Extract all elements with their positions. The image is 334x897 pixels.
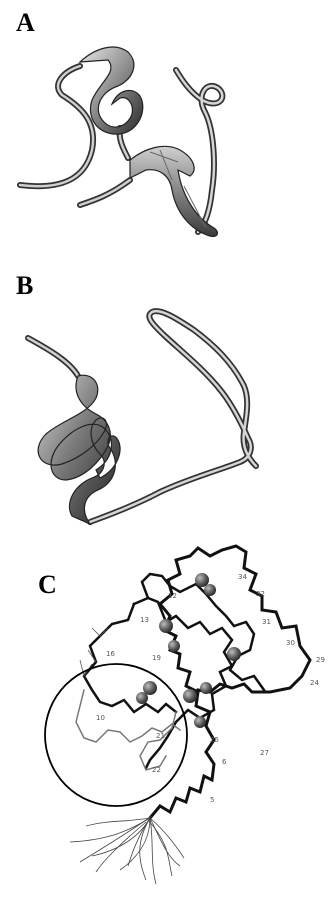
residue-label: 12 <box>168 592 177 600</box>
atom-sphere <box>183 689 197 703</box>
atom-sphere <box>204 584 216 596</box>
residue-label: 34 <box>238 573 247 581</box>
residue-label: 10 <box>96 714 105 722</box>
alt-conformer-lines <box>80 628 108 676</box>
residue-label: 24 <box>310 679 319 687</box>
atom-sphere <box>136 692 148 704</box>
atom-sphere <box>194 716 206 728</box>
residue-label: 31 <box>262 618 271 626</box>
residue-label: 25 <box>210 736 219 744</box>
atom-sphere <box>168 640 180 652</box>
residue-label: 19 <box>152 654 161 662</box>
residue-label: 13 <box>140 616 149 624</box>
atom-sphere <box>227 647 241 661</box>
residue-label: 21 <box>156 732 165 740</box>
residue-label: 22 <box>152 766 161 774</box>
residue-label: 27 <box>260 749 269 757</box>
residue-label: 5 <box>210 796 214 804</box>
terminal-tail-bundle <box>70 816 184 884</box>
residue-label: 29 <box>316 656 325 664</box>
backbone-trace-upper <box>142 574 264 690</box>
atom-sphere <box>159 619 173 633</box>
residue-label: 6 <box>222 758 227 766</box>
residue-label: 32 <box>256 590 265 598</box>
atom-sphere <box>200 682 212 694</box>
backbone-trace-hairpin <box>140 712 176 770</box>
residue-label: 16 <box>106 650 115 658</box>
residue-label: 30 <box>286 639 295 647</box>
